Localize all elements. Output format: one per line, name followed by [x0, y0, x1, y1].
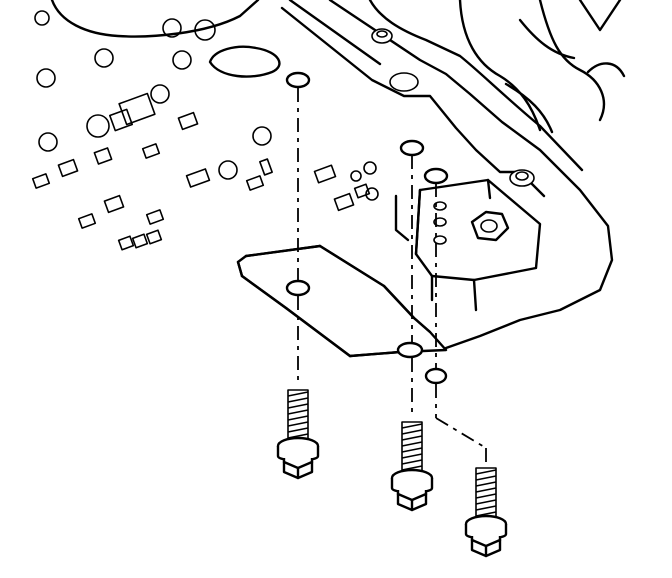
case-bolt-hole — [423, 167, 449, 185]
bracket-hole — [285, 279, 311, 297]
case-bolt-hole — [399, 139, 425, 157]
flange-bolt — [464, 467, 508, 558]
case-bolt-hole — [285, 71, 311, 89]
alignment-lines — [297, 88, 487, 466]
transmission-case — [280, 0, 626, 350]
valve-body-casting — [31, 0, 379, 251]
flange-bolt — [276, 389, 320, 480]
bracket — [236, 244, 448, 385]
bracket-hole — [424, 367, 448, 385]
flange-bolt — [390, 421, 434, 512]
bracket-hole — [396, 341, 424, 359]
